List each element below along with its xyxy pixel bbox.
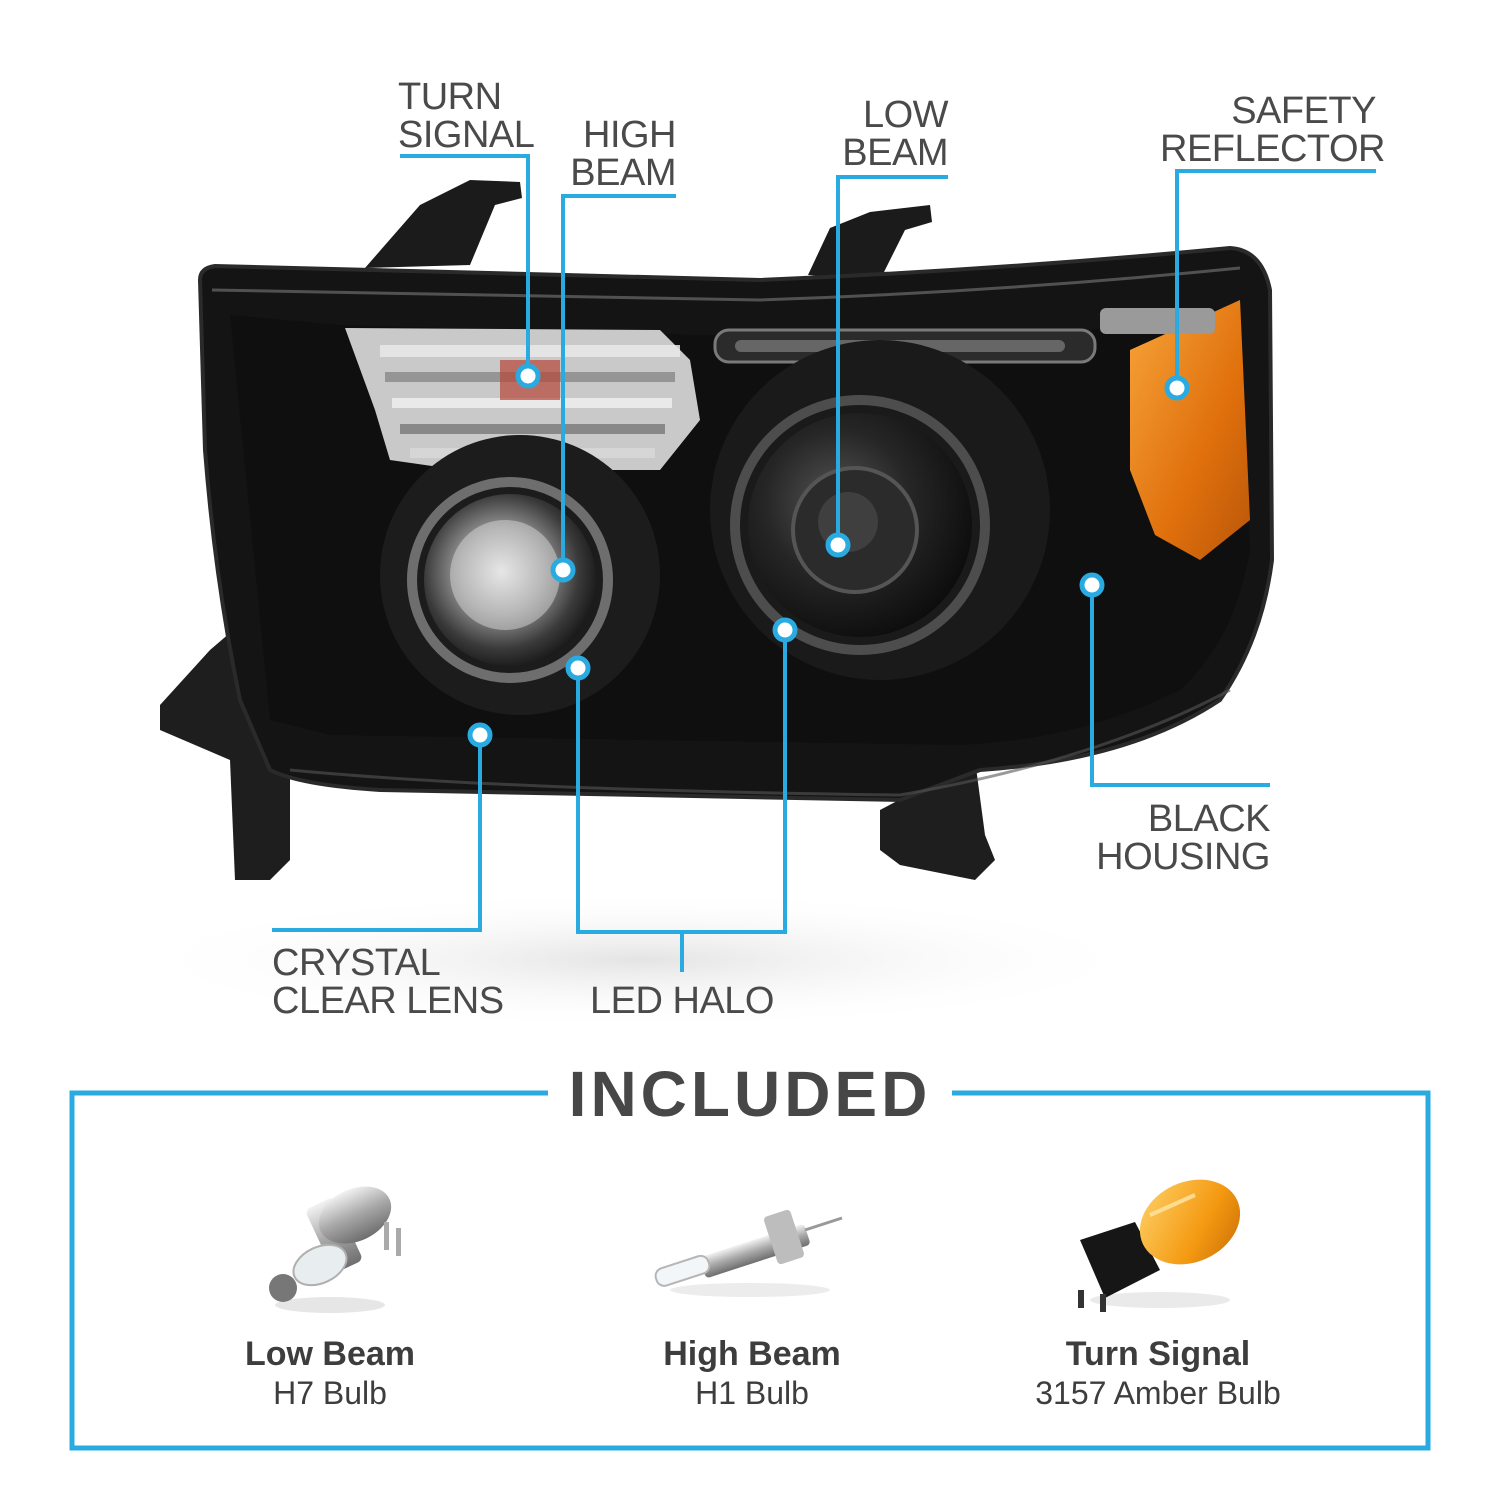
high-beam-label-line2: BEAM <box>570 152 676 194</box>
low-beam-bulb-spec: H7 Bulb <box>273 1375 387 1411</box>
safety-reflector-label-line1: SAFETY <box>1231 90 1376 132</box>
safety-reflector-leader <box>1175 169 1376 388</box>
turn-signal-bulb-name: Turn Signal <box>1065 1335 1251 1373</box>
low-beam-label: LOW BEAM <box>828 96 948 172</box>
low-beam-bulb-name: Low Beam <box>244 1335 416 1373</box>
high-beam-bulb-spec: H1 Bulb <box>695 1375 809 1411</box>
high-beam-bulb-name: High Beam <box>663 1335 841 1373</box>
low-beam-label-line2: BEAM <box>842 132 948 174</box>
safety-reflector-label-line2: REFLECTOR <box>1160 128 1385 170</box>
callout-leaders <box>272 154 1376 972</box>
high-beam-halo-ring <box>407 477 613 683</box>
high-beam-leader <box>561 194 676 570</box>
low-beam-leader <box>836 175 948 545</box>
bracket-left <box>160 620 290 880</box>
high-beam-dot <box>550 557 576 583</box>
black-housing-label-line2: HOUSING <box>1096 836 1270 878</box>
safety-reflector-dot <box>1164 375 1190 401</box>
turn-signal-leader <box>400 154 530 376</box>
crystal-lens-leader <box>272 735 482 932</box>
callout-dots <box>467 363 1190 748</box>
crystal-lens-dot <box>467 722 493 748</box>
bracket-right <box>880 760 995 880</box>
led-halo-dot-left <box>565 655 591 681</box>
turn-signal-bulb-spec: 3157 Amber Bulb <box>1035 1375 1281 1411</box>
low-beam-halo-ring <box>730 395 990 655</box>
high-beam-label-line1: HIGH <box>583 114 677 156</box>
lens-edge <box>211 266 1241 302</box>
high-beam-bulb-caption: High Beam H1 Bulb <box>562 1334 942 1412</box>
turn-signal-label: TURN SIGNAL <box>398 76 535 156</box>
crystal-lens-label-line2: CLEAR LENS <box>272 980 504 1022</box>
led-halo-label: LED HALO <box>570 982 794 1020</box>
h1-bulb-image <box>654 1209 843 1297</box>
h7-bulb-image <box>269 1186 401 1313</box>
crystal-clear-lens-label: CRYSTAL CLEAR LENS <box>272 944 504 1020</box>
turn-signal-label-line2: SIGNAL <box>398 114 535 156</box>
headlight-shadow <box>120 890 1160 1030</box>
black-housing-label: BLACK HOUSING <box>1090 800 1270 876</box>
turn-signal-dot <box>515 363 541 389</box>
black-housing-leader <box>1090 585 1270 787</box>
led-halo-label-text: LED HALO <box>590 980 774 1022</box>
lens-edge-bottom <box>289 688 1231 797</box>
turn-signal-label-line1: TURN <box>398 76 502 118</box>
low-beam-dot <box>825 532 851 558</box>
amber-side-reflector <box>1130 300 1250 560</box>
led-halo-dot-right <box>772 617 798 643</box>
high-beam-label: HIGH BEAM <box>556 116 676 192</box>
mount-tab-right <box>808 205 932 280</box>
3157-amber-bulb-image <box>1078 1179 1241 1312</box>
included-title: INCLUDED <box>548 1058 952 1130</box>
included-box-border <box>69 1090 1431 1451</box>
black-housing-label-line1: BLACK <box>1147 798 1271 840</box>
safety-reflector-label: SAFETY REFLECTOR <box>1160 90 1385 170</box>
turn-signal-bulb-caption: Turn Signal 3157 Amber Bulb <box>968 1334 1348 1412</box>
black-housing-dot <box>1079 572 1105 598</box>
crystal-lens-label-line1: CRYSTAL <box>272 942 441 984</box>
mount-tab-left <box>365 180 522 268</box>
low-beam-bulb-caption: Low Beam H7 Bulb <box>140 1334 520 1412</box>
low-beam-label-line1: LOW <box>862 94 949 136</box>
